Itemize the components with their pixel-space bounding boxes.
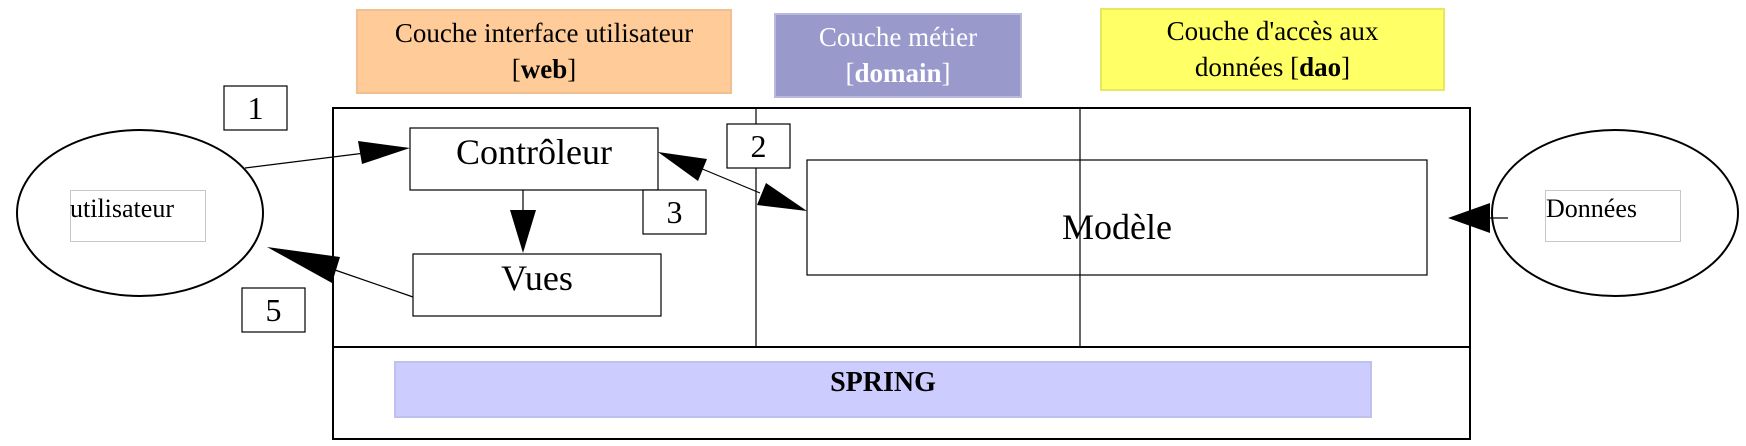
arrow-controller-model [699,167,761,194]
step-2-label: 2 [750,128,767,164]
domain-layer-header: Couche métier [domain] [774,13,1022,98]
arrow-head-user [267,247,340,283]
step-1-box [223,85,288,131]
dao-layer-bracket-close: ] [1341,51,1351,82]
step-2-box [726,123,791,169]
dao-layer-title-2: données [1194,51,1284,82]
step-3-box [642,189,707,235]
arrow-user-to-controller [244,152,366,169]
arrow-head-controller [358,141,410,164]
ui-layer-tag: web [520,53,568,84]
controller-box [409,127,659,191]
arrow-head-model-from-data [1448,203,1490,233]
domain-layer-bracket-close: ] [941,57,951,88]
ui-layer-header: Couche interface utilisateur [web] [356,9,732,94]
arrow-head-model [757,183,807,211]
step-5-box [241,287,306,333]
controller-label: Contrôleur [456,132,612,172]
views-label: Vues [501,258,573,298]
data-label: Données [1546,194,1637,223]
arrow-head-controller-back [658,152,707,181]
ui-layer-bracket-close: ] [567,53,577,84]
domain-layer-bracket-open: [ [845,57,855,88]
dao-layer-title: Couche d'accès aux [1166,16,1379,47]
arrow-views-to-user [334,269,414,298]
dao-layer-tag: dao [1299,51,1342,82]
dao-layer-header: Couche d'accès aux données [dao] [1100,8,1445,91]
ui-layer-title: Couche interface utilisateur [394,18,694,49]
step-5-label: 5 [265,292,282,328]
domain-layer-title: Couche métier [818,22,978,53]
domain-layer-tag: domain [854,57,942,88]
dao-layer-bracket-open: [ [1290,51,1300,82]
model-box [806,159,1428,276]
step-3-label: 3 [666,194,683,230]
spring-bar: SPRING [394,361,1372,418]
ui-layer-bracket-open: [ [511,53,521,84]
views-box [412,253,662,317]
model-label: Modèle [1062,207,1172,247]
user-label-box [70,190,206,242]
arrow-head-views [510,210,536,253]
spring-label: SPRING [830,367,936,398]
user-label: utilisateur [70,194,174,223]
step-1-label: 1 [247,90,264,126]
data-label-box [1545,190,1681,242]
